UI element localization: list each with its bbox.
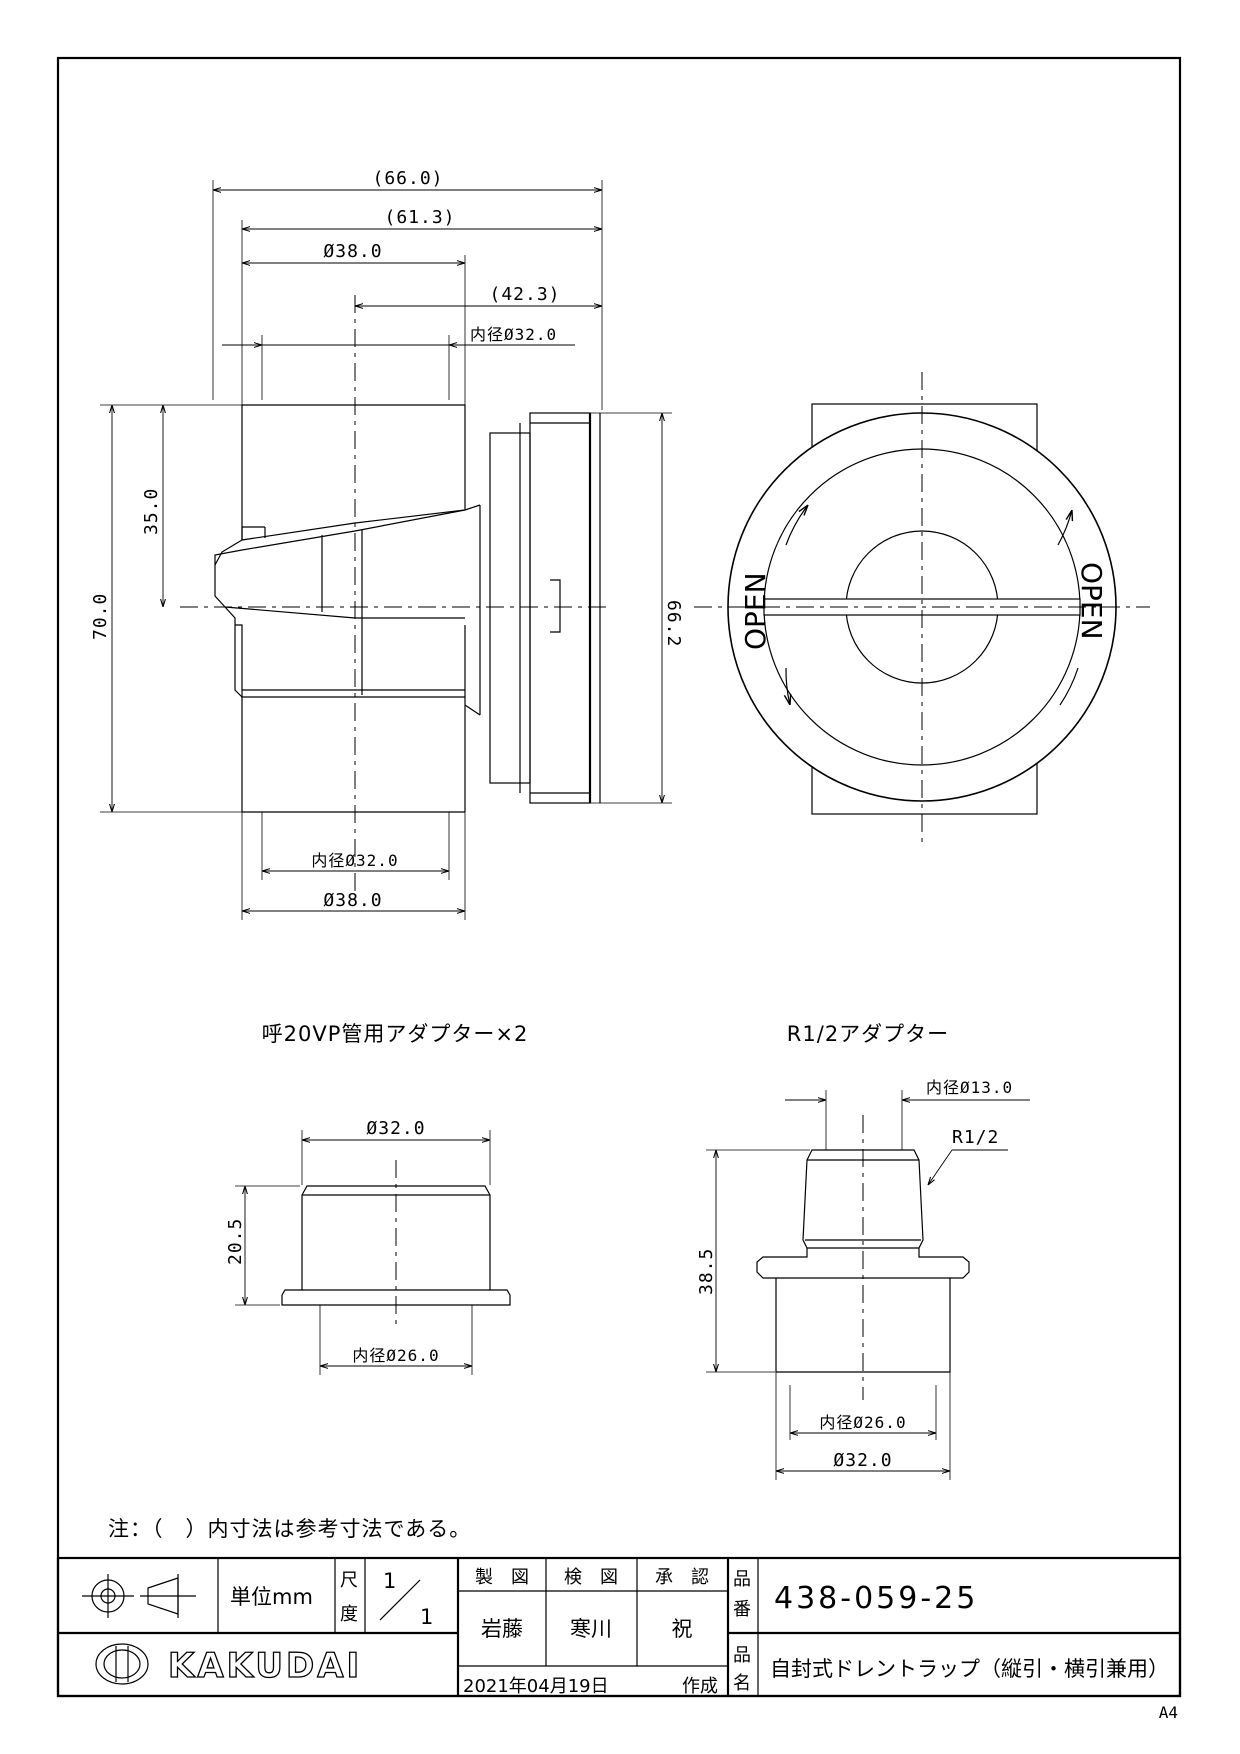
scale-label-2: 度 [340, 1604, 358, 1625]
scale-numerator: 1 [383, 1569, 396, 1593]
body-mid [235, 624, 466, 698]
dim-adapter2-idtop-text: 内径Ø13.0 [926, 1078, 1013, 1097]
dim-body-width-text: (61.3) [384, 207, 455, 228]
sheet-border [56, 56, 1182, 1698]
dim-adapter2-thread-text: R1/2 [952, 1127, 999, 1148]
rotate-arrow-icon [786, 667, 790, 705]
scale-denominator: 1 [420, 1605, 433, 1629]
cap-flange [489, 432, 531, 784]
adapter1-body [281, 1185, 511, 1306]
part-no-label-1: 品 [733, 1569, 751, 1590]
front-view: OPEN OPEN [694, 372, 1150, 842]
open-label-left: OPEN [739, 572, 772, 650]
title-block: 単位mm 尺 度 1 1 製 図 検 図 承 認 岩藤 寒川 祝 品 番 438… [56, 1556, 1182, 1698]
dim-adapter1-id-text: 内径Ø26.0 [352, 1346, 439, 1365]
neck [464, 504, 481, 511]
checked-by: 寒川 [570, 1617, 612, 1641]
approved-label: 承 認 [655, 1567, 709, 1588]
dim-cap-height-text: 66.2 [663, 600, 684, 647]
dim-total-height-text: 70.0 [90, 593, 111, 640]
part-number: 438-059-25 [774, 1581, 978, 1616]
drawing-date: 2021年04月19日 [463, 1676, 609, 1697]
reference-note: 注：（ ）内寸法は参考寸法である。 [108, 1517, 471, 1541]
scale-label-1: 尺 [340, 1570, 358, 1591]
dim-od-bottom-text: Ø38.0 [323, 890, 382, 911]
side-view: (66.0) (61.3) Ø38.0 (42.3) 内径Ø32.0 70.0 … [90, 168, 684, 920]
leader-line [928, 1149, 953, 1185]
body-upper [241, 404, 466, 541]
dim-id-bottom-text: 内径Ø32.0 [311, 851, 398, 870]
adapter-vp20: 呼20VP管用アダプター×2 Ø32.0 20.5 内径Ø26.0 [225, 1022, 529, 1375]
company-name: KAKUDAI [168, 1646, 362, 1686]
unit-label: 単位mm [230, 1585, 313, 1609]
paper-size: A4 [1159, 1703, 1178, 1722]
scale-slash [379, 1579, 421, 1621]
dim-id-top-text: 内径Ø32.0 [470, 325, 557, 344]
part-name-label-2: 名 [733, 1673, 751, 1694]
dim-adapter2-height-text: 38.5 [696, 1248, 717, 1295]
rotate-arrow-icon [1059, 667, 1079, 706]
part-name: 自封式ドレントラップ（縦引・横引兼用） [770, 1657, 1169, 1681]
kakudai-logo [95, 1643, 149, 1685]
cone-bottom [224, 606, 465, 619]
third-angle-projection-icon [82, 1574, 196, 1618]
rotate-arrow-icon [785, 505, 808, 546]
dim-adapter2-od-text: Ø32.0 [833, 1450, 892, 1471]
cone-top [214, 509, 466, 565]
cap-slot [550, 579, 561, 633]
neck [464, 704, 481, 716]
dim-overall-width-text: (66.0) [372, 168, 443, 189]
adapter2-title: R1/2アダプター [787, 1022, 949, 1046]
dim-adapter1-od-text: Ø32.0 [366, 1118, 425, 1139]
drawn-label: 製 図 [475, 1567, 529, 1588]
adapter-r12: R1/2アダプター 内径Ø13.0 R1/2 38.5 内径Ø26.0 Ø32.… [696, 1022, 1030, 1480]
dim-adapter1-height-text: 20.5 [225, 1218, 246, 1265]
adapter1-title: 呼20VP管用アダプター×2 [262, 1022, 529, 1046]
drawn-by: 岩藤 [481, 1617, 523, 1641]
title-block-frame [56, 1556, 1182, 1698]
dim-offset-text: (42.3) [489, 284, 560, 305]
checked-label: 検 図 [564, 1567, 618, 1588]
part-no-label-2: 番 [733, 1599, 751, 1620]
dim-adapter2-idbottom-text: 内径Ø26.0 [819, 1413, 906, 1432]
dim-od-top-text: Ø38.0 [323, 241, 382, 262]
date-suffix: 作成 [682, 1676, 718, 1697]
body-nozzle [214, 539, 243, 698]
rotate-arrow-icon [1057, 510, 1072, 546]
dim-upper-height-text: 35.0 [141, 488, 162, 535]
approved-by: 祝 [672, 1617, 693, 1641]
part-name-label-1: 品 [733, 1645, 751, 1666]
open-label-right: OPEN [1075, 562, 1108, 640]
